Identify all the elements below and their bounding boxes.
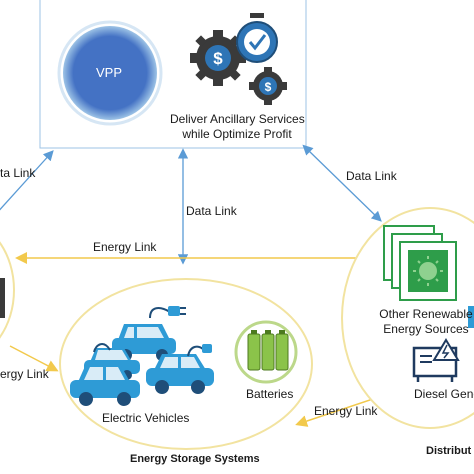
- data-link-left-arrow: [0, 150, 54, 211]
- renewables-label-line1: Other Renewable: [379, 307, 473, 321]
- vpp-caption-line2: while Optimize Profit: [182, 127, 292, 141]
- batteries-label: Batteries: [246, 387, 294, 401]
- distributed-title: Distribut: [426, 445, 472, 457]
- energy-link-bottom-arrow: [295, 395, 383, 427]
- diesel-generator-label: Diesel Gene: [414, 387, 474, 401]
- energy-link-bottom-label: Energy Link: [314, 404, 378, 418]
- vpp-label: VPP: [96, 65, 123, 80]
- electric-vehicles-icon: [70, 306, 214, 406]
- data-link-left-label: ta Link: [0, 166, 36, 180]
- renewables-label-line2: Energy Sources: [383, 322, 469, 336]
- battery-icon: [234, 320, 298, 384]
- electric-vehicles-label: Electric Vehicles: [102, 411, 190, 425]
- energy-link-left-label: ergy Link: [0, 367, 49, 381]
- vpp-node: [63, 26, 157, 120]
- energy-storage-title: Energy Storage Systems: [130, 453, 260, 465]
- svg-text:$: $: [265, 80, 272, 94]
- data-link-right-label: Data Link: [346, 169, 397, 183]
- data-link-center-label: Data Link: [186, 204, 237, 218]
- data-link-right-arrow: [302, 144, 382, 222]
- solar-panel-icon: [383, 225, 457, 301]
- plug-icon: [149, 307, 171, 319]
- energy-link-left-arrow: [9, 345, 59, 372]
- stopwatch-icon: [236, 13, 278, 63]
- vpp-caption-line1: Deliver Ancillary Services: [170, 112, 305, 126]
- energy-link-top-label: Energy Link: [93, 240, 157, 254]
- svg-text:$: $: [213, 49, 223, 68]
- diesel-generator-icon: [412, 338, 460, 382]
